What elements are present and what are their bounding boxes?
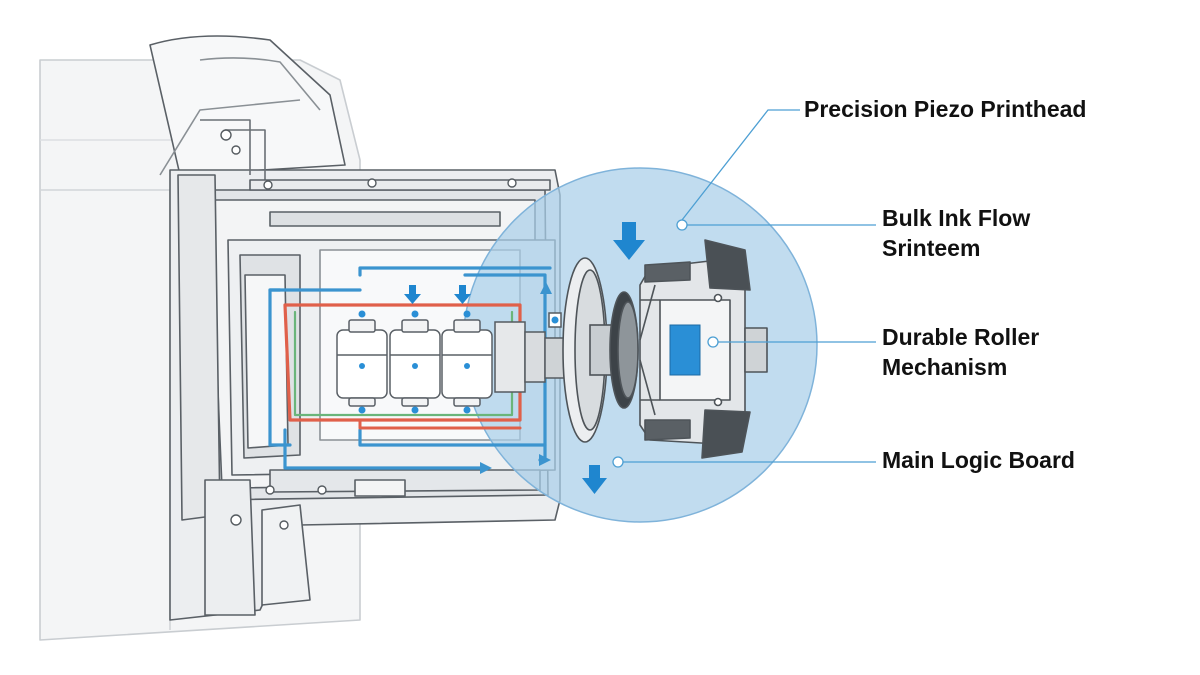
- callout-durable-roller: Durable Roller Mechanism: [882, 322, 1039, 382]
- callout-bulk-ink-flow: Bulk Ink Flow Srinteem: [882, 203, 1030, 263]
- ink-cartridges: [336, 310, 493, 414]
- down-arrow-icon: [582, 465, 607, 494]
- callout-text: Precision Piezo Printhead: [804, 96, 1087, 122]
- callout-main-logic-board: Main Logic Board: [882, 445, 1075, 475]
- ink-cartridge: [389, 310, 441, 414]
- flow-arrowheads: [480, 282, 552, 474]
- callout-dot-icon: [612, 219, 719, 468]
- callout-leaders: [620, 109, 876, 463]
- screws: [220, 129, 517, 530]
- ink-cartridge: [336, 310, 388, 414]
- down-arrow-icon: [454, 285, 471, 304]
- drive-shaft: [494, 312, 571, 393]
- callout-text-line2: Mechanism: [882, 354, 1008, 380]
- callout-text-line1: Durable Roller: [882, 324, 1040, 350]
- ink-cartridge: [441, 310, 493, 414]
- callout-text-line1: Bulk Ink Flow: [882, 205, 1031, 231]
- down-arrow-icon: [613, 222, 645, 260]
- callout-precision-piezo-printhead: Precision Piezo Printhead: [804, 94, 1086, 124]
- callout-text-line2: Srinteem: [882, 235, 981, 261]
- callout-text: Main Logic Board: [882, 447, 1075, 473]
- roller-disc: [562, 257, 639, 443]
- down-arrow-icon: [404, 285, 421, 304]
- logic-board-chip: [669, 324, 701, 376]
- roller-mechanism: [639, 239, 768, 459]
